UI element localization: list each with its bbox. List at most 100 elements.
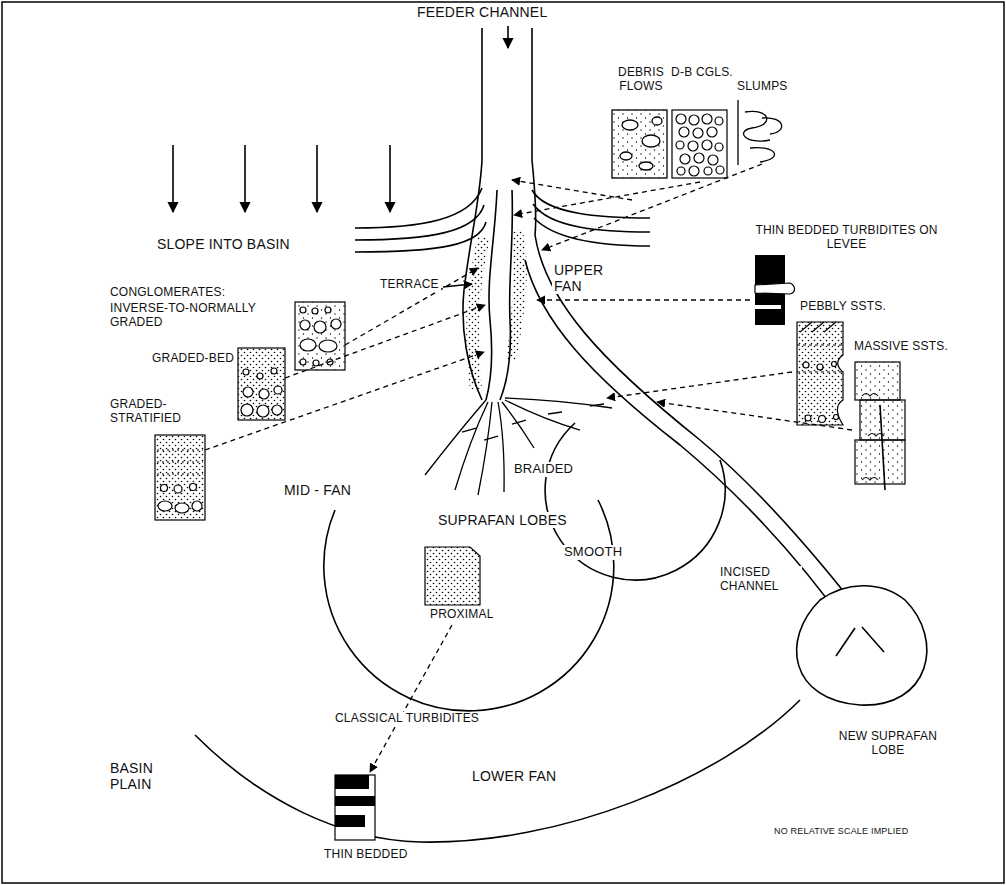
- slope-contours: [355, 205, 484, 240]
- braided-channels: [505, 398, 612, 408]
- thin-bedded-column: [335, 775, 375, 840]
- pebbly-sandstone-column: [803, 362, 809, 368]
- db-conglomerate-column: [677, 167, 685, 175]
- facies-label: SLUMPS: [735, 80, 790, 94]
- graded-stratified-column: [158, 501, 172, 511]
- pebbly-sandstone-column: [834, 415, 839, 420]
- feature-label: SMOOTH: [562, 545, 624, 560]
- pebbly-sandstone-column: [797, 322, 843, 425]
- inverse-graded-conglomerate-column: [312, 308, 318, 314]
- facies-label: DEBRIS FLOWS: [606, 66, 676, 94]
- lobe-outlines: [195, 405, 927, 842]
- massive-sandstone-column: [855, 362, 900, 400]
- pebbly-sandstone-column: [817, 364, 823, 370]
- slope-contours: [534, 218, 650, 246]
- slump-column: [738, 100, 782, 165]
- db-conglomerate-column: [716, 166, 724, 174]
- facies-label: INVERSE-TO-NORMALLY GRADED: [108, 302, 277, 330]
- massive-sandstone-column: [862, 394, 884, 481]
- db-conglomerate-column: [702, 140, 712, 150]
- db-conglomerate-column: [708, 155, 718, 165]
- lobe-outlines: [836, 627, 884, 656]
- pebbly-sandstone-column: [819, 416, 826, 423]
- slump-column: [750, 148, 774, 162]
- braided-channels: [425, 398, 612, 495]
- leader-arrows: [657, 402, 852, 430]
- db-conglomerate-column: [715, 143, 723, 151]
- debris-flow-column: [612, 110, 667, 178]
- pebbly-sandstone-column: [800, 322, 836, 332]
- facies-label: CONGLOMERATES:: [108, 286, 227, 300]
- thin-bedded-column: [335, 815, 365, 827]
- graded-stratified-column: [192, 501, 202, 511]
- facies-label: PROXIMAL: [428, 608, 496, 622]
- leader-arrows: [345, 268, 478, 345]
- inverse-graded-conglomerate-column: [313, 360, 319, 366]
- thin-bedded-column: [335, 775, 369, 789]
- graded-bed-column: [238, 348, 285, 420]
- slope-arrows: [507, 26, 509, 48]
- zone-label: SLOPE INTO BASIN: [155, 236, 292, 252]
- inverse-graded-conglomerate-column: [300, 339, 316, 351]
- graded-stratified-column: [155, 435, 205, 520]
- feeder-and-upper-channel: [532, 28, 536, 235]
- graded-bed-column: [241, 404, 253, 416]
- braided-channels: [425, 400, 486, 475]
- leader-arrows: [512, 180, 632, 200]
- thin-bedded-column: [335, 775, 375, 840]
- zone-label: SUPRAFAN LOBES: [436, 512, 569, 528]
- massive-sandstone-column: [855, 440, 905, 484]
- db-conglomerate-column: [704, 167, 712, 175]
- db-conglomerate-column: [672, 110, 727, 178]
- db-conglomerate-column: [715, 117, 723, 125]
- terrace-leader: [443, 284, 472, 287]
- facies-label: GRADED-BED: [150, 352, 236, 366]
- graded-bed-column: [243, 387, 253, 397]
- slump-column: [737, 100, 738, 165]
- graded-stratified-column: [175, 503, 189, 513]
- proximal-column: [425, 547, 480, 605]
- debris-flow-column: [620, 152, 632, 160]
- proximal-column: [425, 547, 480, 605]
- graded-stratified-column: [174, 485, 182, 493]
- terrace-leader: [443, 284, 472, 287]
- zone-label: UPPER FAN: [552, 262, 620, 294]
- scale-note: NO RELATIVE SCALE IMPLIED: [772, 826, 910, 836]
- slump-column: [744, 111, 770, 141]
- feeder-and-upper-channel: [500, 190, 512, 400]
- graded-stratified-column: [155, 435, 205, 520]
- db-conglomerate-column: [680, 154, 690, 164]
- facies-label: CLASSICAL TURBIDITES: [333, 712, 481, 726]
- braided-channels: [455, 402, 488, 490]
- levee-column: [755, 283, 795, 294]
- inverse-graded-conglomerate-column: [300, 307, 306, 313]
- leader-arrows: [205, 164, 852, 772]
- graded-bed-column: [257, 405, 269, 417]
- slope-arrows: [389, 145, 391, 212]
- feeder-and-upper-channel: [463, 28, 536, 400]
- lobe-outlines: [195, 700, 800, 842]
- db-conglomerate-column: [676, 114, 686, 124]
- lobe-outlines: [324, 500, 614, 711]
- graded-bed-column: [257, 373, 263, 379]
- lobe-outlines: [545, 423, 725, 580]
- db-conglomerate-column: [679, 127, 689, 137]
- zone-label: NEW SUPRAFAN LOBE: [826, 730, 950, 758]
- incised-channel: [535, 235, 870, 625]
- braided-channels: [548, 412, 562, 414]
- terrace-stipple: [506, 228, 527, 360]
- graded-stratified-column: [161, 485, 168, 492]
- debris-flow-column: [622, 120, 638, 130]
- db-conglomerate-column: [689, 115, 699, 125]
- inverse-graded-conglomerate-column: [325, 307, 331, 313]
- slope-contours: [532, 190, 650, 218]
- slope-arrows: [244, 145, 246, 212]
- feature-label: TERRACE: [378, 278, 441, 292]
- slope-arrows: [316, 145, 318, 212]
- db-conglomerate-column: [693, 128, 703, 138]
- db-conglomerate-column: [689, 166, 699, 176]
- leader-arrows: [607, 372, 792, 398]
- braided-channels: [502, 402, 534, 448]
